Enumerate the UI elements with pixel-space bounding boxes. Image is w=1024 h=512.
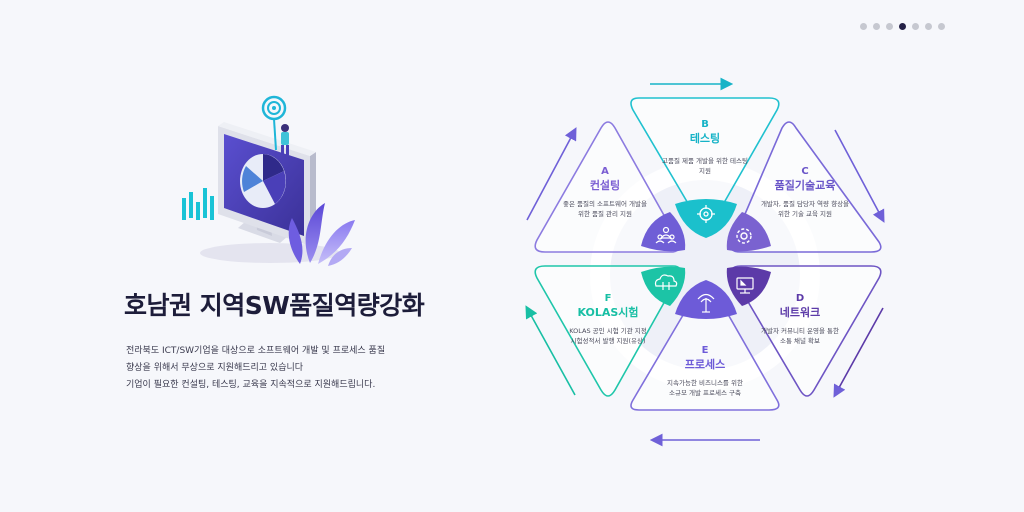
item-desc-line: 시험성적서 발행 지원(유상) [570,337,646,345]
arrow-upper-right [834,129,885,223]
page-title: 호남권 지역SW품질역량강화 [124,291,425,320]
description-line: 기업이 필요한 컨설팅, 테스팅, 교육을 지속적으로 지원해드립니다. [126,380,376,390]
item-name: 네트워크 [779,306,821,319]
item-desc-line: KOLAS 공인 시험 기관 지정 [569,327,647,335]
item-letter: E [701,345,709,356]
gear-icon [736,228,752,244]
item-desc-line: 위한 기술 교육 지원 [777,210,833,218]
petal-b [675,199,737,238]
page-description: 전라북도 ICT/SW기업을 대상으로 소프트웨어 개발 및 프로세스 품질 향… [126,343,385,394]
item-desc: 개발자 커뮤니티 운영을 통한 소통 채널 확보 [735,326,865,346]
item-letter: A [601,166,609,177]
item-desc-line: 소규모 개발 프로세스 구축 [669,389,741,397]
slide-dot-5[interactable] [912,23,919,30]
item-desc-line: 위한 품질 관리 지원 [577,210,633,218]
item-name: KOLAS시험 [577,306,639,319]
item-desc-line: 소통 채널 확보 [779,337,820,345]
item-name: 컨설팅 [589,179,621,192]
service-cycle-diagram: A 컨설팅 좋은 품질의 소프트웨어 개발을 위한 품질 관리 지원 B 테스팅… [515,70,895,455]
item-letter: B [701,119,709,130]
item-desc-line: 고품질 제품 개발을 위한 테스팅 [661,157,748,165]
item-desc: KOLAS 공인 시험 기관 지정 시험성적서 발행 지원(유상) [543,326,673,346]
item-letter: D [795,293,805,304]
item-desc: 고품질 제품 개발을 위한 테스팅 지원 [640,156,770,176]
item-letter: C [801,166,809,177]
slide-dot-1[interactable] [860,23,867,30]
item-d[interactable]: D 네트워크 개발자 커뮤니티 운영을 통한 소통 채널 확보 [735,292,865,346]
item-desc: 개발자, 품질 담당자 역량 향상을 위한 기술 교육 지원 [740,199,870,219]
monitor-icon [736,277,754,294]
item-desc-line: 지속가능한 비즈니스를 위한 [667,379,743,387]
item-e[interactable]: E 프로세스 지속가능한 비즈니스를 위한 소규모 개발 프로세스 구축 [640,344,770,398]
item-desc-line: 좋은 품질의 소프트웨어 개발을 [563,200,647,208]
item-letter: F [604,293,612,304]
slide-dot-6[interactable] [925,23,932,30]
petal-c [726,212,771,252]
monitor-illustration [160,88,360,273]
item-b[interactable]: B 테스팅 고품질 제품 개발을 위한 테스팅 지원 [640,118,770,176]
item-a[interactable]: A 컨설팅 좋은 품질의 소프트웨어 개발을 위한 품질 관리 지원 [540,165,670,219]
item-desc-line: 개발자 커뮤니티 운영을 통한 [761,327,839,335]
item-c[interactable]: C 품질기술교육 개발자, 품질 담당자 역량 향상을 위한 기술 교육 지원 [740,165,870,219]
arrow-lower-right [833,307,884,398]
target-icon [697,205,715,223]
slide-dot-2[interactable] [873,23,880,30]
description-line: 전라북도 ICT/SW기업을 대상으로 소프트웨어 개발 및 프로세스 품질 [126,346,386,356]
slide-dot-7[interactable] [938,23,945,30]
item-name: 프로세스 [684,358,726,371]
description-line: 향상을 위해서 무상으로 지원해드리고 있습니다 [126,363,304,373]
slide-pagination [860,23,945,30]
slide-dot-3[interactable] [886,23,893,30]
item-desc: 좋은 품질의 소프트웨어 개발을 위한 품질 관리 지원 [540,199,670,219]
petal-d [726,266,771,306]
item-desc-line: 개발자, 품질 담당자 역량 향상을 [760,200,850,208]
item-desc-line: 지원 [699,167,711,175]
cloud-icon [654,274,678,290]
arrow-upper-left [526,127,577,221]
people-icon [655,226,677,244]
item-name: 품질기술교육 [774,179,836,192]
item-f[interactable]: F KOLAS시험 KOLAS 공인 시험 기관 지정 시험성적서 발행 지원(… [543,292,673,346]
item-name: 테스팅 [689,132,721,145]
antenna-icon [697,293,715,313]
item-desc: 지속가능한 비즈니스를 위한 소규모 개발 프로세스 구축 [640,378,770,398]
arrow-lower-left [525,305,576,396]
slide-dot-4[interactable] [899,23,906,30]
